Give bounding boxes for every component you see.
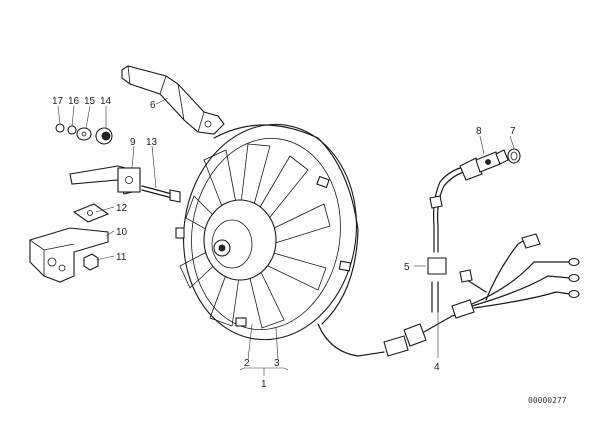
callout-9: 9 — [130, 137, 136, 148]
callout-14: 14 — [100, 96, 112, 107]
lower-left-bracket-part — [29, 227, 109, 283]
upper-bracket-part — [121, 65, 225, 135]
callout-6: 6 — [150, 100, 156, 111]
callout-8: 8 — [476, 126, 482, 137]
callout-10: 10 — [116, 227, 128, 238]
callout-7: 7 — [510, 126, 516, 137]
callout-2: 2 — [244, 358, 250, 369]
side-bracket-part — [69, 165, 141, 195]
callout-12: 12 — [116, 203, 128, 214]
fan-motor-part — [203, 199, 277, 281]
seal-ring-part — [507, 148, 521, 164]
fan-blades-part — [179, 143, 331, 329]
callout-11: 11 — [116, 252, 127, 263]
leader-lines — [57, 97, 515, 376]
callout-5: 5 — [404, 262, 410, 273]
temperature-switch-part — [459, 149, 509, 181]
callout-17: 17 — [52, 96, 64, 107]
nut-part — [83, 253, 99, 271]
sensor-lead-part — [427, 167, 465, 313]
callout-15: 15 — [84, 96, 96, 107]
mounting-plate-part — [72, 203, 110, 223]
bolt-part — [141, 185, 181, 203]
drawing-reference-number: 00000277 — [528, 396, 567, 405]
callout-13: 13 — [146, 137, 158, 148]
callout-3: 3 — [274, 358, 280, 369]
wiring-harness-part — [317, 233, 580, 357]
callout-labels: 6 7 8 9 13 17 16 15 14 12 10 11 5 4 2 3 … — [52, 96, 516, 390]
callout-1: 1 — [261, 379, 267, 390]
fastener-set-part — [55, 123, 113, 145]
callout-16: 16 — [68, 96, 80, 107]
callout-4: 4 — [434, 362, 440, 373]
